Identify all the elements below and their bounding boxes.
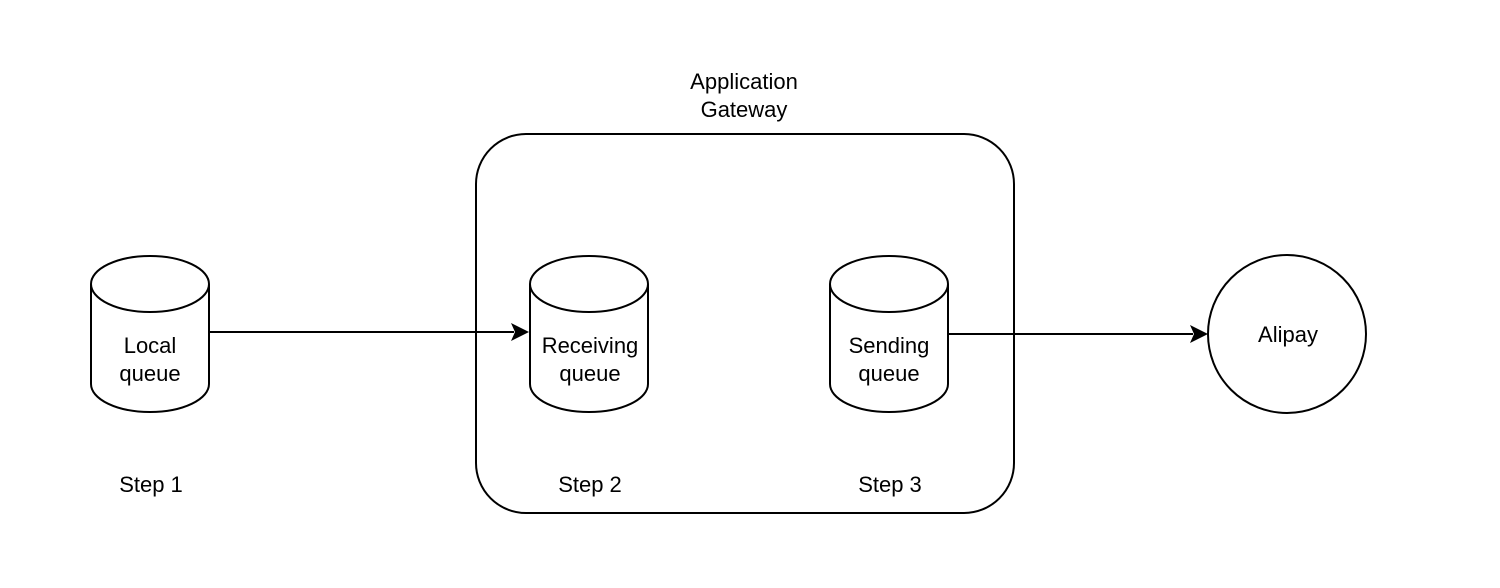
receiving-queue-label-line2: queue <box>559 361 620 386</box>
alipay-circle <box>1207 254 1367 414</box>
receiving-queue-label-line1: Receiving <box>542 333 639 358</box>
application-gateway-title-line2: Gateway <box>701 97 788 122</box>
sending-queue-label-line1: Sending <box>849 333 930 358</box>
application-gateway-box <box>475 133 1015 514</box>
sending-queue-label-line2: queue <box>858 361 919 386</box>
step-2-label: Step 2 <box>558 472 622 497</box>
local-queue-label-line1: Local <box>124 333 177 358</box>
alipay-label: Alipay <box>1258 322 1318 347</box>
alipay-node[interactable]: Alipay <box>1207 254 1367 414</box>
cylinder-body <box>90 284 210 413</box>
step-1-label: Step 1 <box>119 472 183 497</box>
edge-sending-to-alipay <box>948 325 1208 343</box>
receiving-queue-node[interactable]: Receiving queue <box>529 255 649 413</box>
local-queue-label-line2: queue <box>119 361 180 386</box>
sending-queue-node[interactable]: Sending queue <box>829 255 949 413</box>
local-queue-node[interactable]: Local queue <box>90 255 210 413</box>
edge-local-to-receiving <box>210 323 529 341</box>
arrowhead <box>511 323 529 341</box>
step-3-label: Step 3 <box>858 472 922 497</box>
application-gateway-title-line1: Application <box>690 69 798 94</box>
cylinder-top <box>529 255 649 313</box>
cylinder-top <box>829 255 949 313</box>
cylinder-body <box>829 284 949 413</box>
arrowhead <box>1190 325 1208 343</box>
cylinder-body <box>529 284 649 413</box>
application-gateway-group: Application Gateway <box>475 69 1015 514</box>
cylinder-top <box>90 255 210 313</box>
